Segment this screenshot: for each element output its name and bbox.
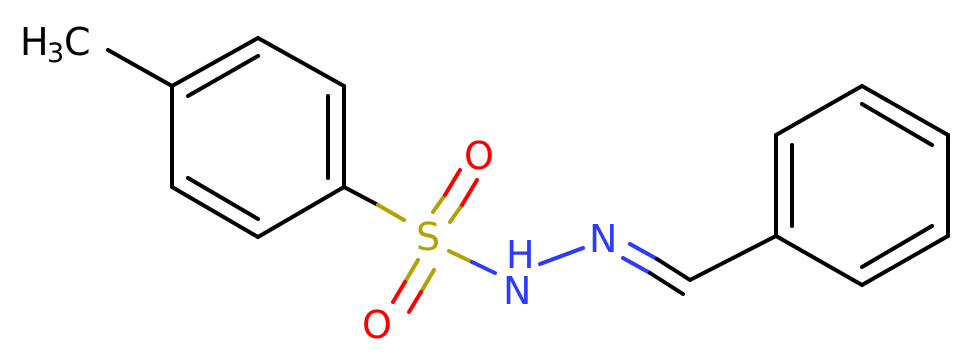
methyl-h: H bbox=[20, 20, 49, 64]
ring-bond bbox=[860, 234, 950, 287]
bond-n-n bbox=[538, 246, 585, 266]
bond-n-c-double bbox=[621, 242, 692, 296]
bond-s-o-bottom bbox=[391, 258, 436, 314]
ring-bond bbox=[170, 36, 260, 88]
nh-n-label: N bbox=[503, 269, 531, 313]
bond-c-phenyl bbox=[688, 234, 778, 282]
ring-bond bbox=[256, 185, 346, 239]
ring-bond bbox=[774, 234, 864, 287]
bond-methyl-ring bbox=[106, 48, 174, 88]
phenyl-ring bbox=[774, 84, 950, 287]
ring-inner-bond bbox=[186, 54, 260, 98]
bond-s-n bbox=[447, 249, 474, 264]
n-label: N bbox=[589, 217, 617, 261]
oxygen-bottom-label: O bbox=[362, 303, 392, 347]
bond-ring-s bbox=[342, 185, 380, 207]
ring-bond bbox=[860, 84, 950, 137]
methyl-c: C bbox=[64, 20, 91, 64]
nh-h-label: H bbox=[506, 233, 535, 277]
bond-s-n-colored bbox=[470, 260, 497, 275]
ring-inner-bond bbox=[860, 224, 934, 269]
methyl-label: H 3 C bbox=[20, 20, 91, 69]
ring-bond bbox=[774, 84, 864, 137]
ring-inner-bond bbox=[860, 102, 934, 147]
methyl-subscript: 3 bbox=[47, 38, 64, 69]
ring-bond bbox=[170, 185, 260, 239]
oxygen-top-label: O bbox=[464, 134, 494, 178]
ring-bond bbox=[256, 36, 346, 88]
sulfur-label: S bbox=[416, 215, 440, 259]
ring-inner-bond bbox=[186, 176, 260, 221]
bond-s-o-top bbox=[431, 168, 479, 224]
bond-ring-s-colored bbox=[376, 203, 406, 222]
toluene-ring bbox=[170, 36, 346, 239]
